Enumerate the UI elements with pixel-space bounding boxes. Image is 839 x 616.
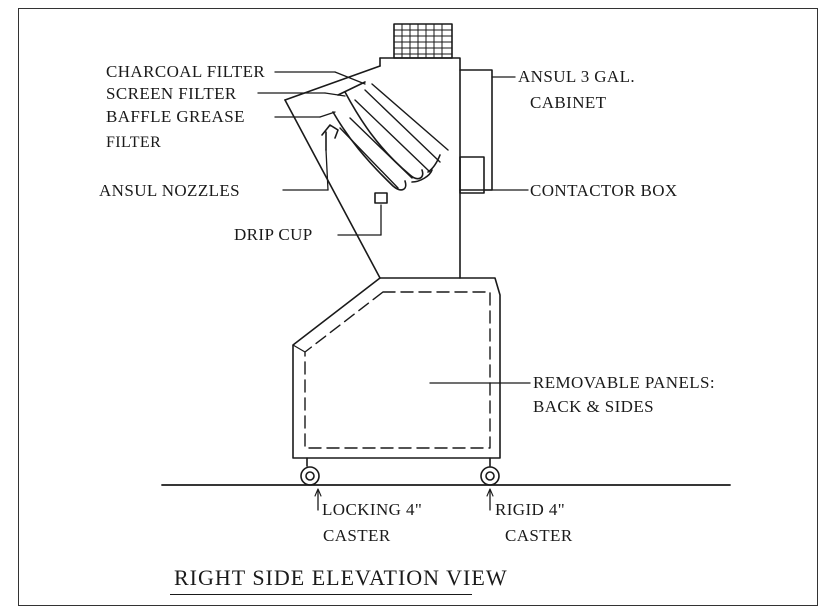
lower-cabinet [293,278,500,458]
label-ansul-cabinet-line1: ANSUL 3 GAL. [518,67,636,86]
locking-caster-shape [301,458,319,485]
drip-cup-shape [375,193,387,203]
label-ansul-cabinet-line2: CABINET [530,93,607,112]
nozzle-bracket [322,125,338,150]
label-ansul-nozzles: ANSUL NOZZLES [99,181,241,200]
label-rigid-caster-line1: RIGID 4" [495,500,566,519]
label-removable-panels-line2: BACK & SIDES [533,397,654,416]
ansul-cabinet [460,70,492,190]
label-contactor-box: CONTACTOR BOX [530,181,678,200]
diagram-frame [18,8,818,606]
contactor-box-shape [460,157,484,193]
label-locking-caster-line2: CASTER [323,526,391,545]
label-filter: FILTER [106,134,162,151]
label-drip-cup: DRIP CUP [234,225,313,244]
diagram-title: RIGHT SIDE ELEVATION VIEW [174,565,508,590]
label-baffle-grease: BAFFLE GREASE [106,107,245,126]
leader-lines [258,72,530,510]
label-rigid-caster-line2: CASTER [505,526,573,545]
hood-body [285,58,460,278]
filter-bank [333,82,448,190]
exhaust-grille [394,24,452,58]
label-charcoal-filter: CHARCOAL FILTER [106,62,266,81]
rigid-caster-shape [481,458,499,485]
label-locking-caster-line1: LOCKING 4" [322,500,423,519]
label-screen-filter: SCREEN FILTER [106,84,237,103]
label-removable-panels-line1: REMOVABLE PANELS: [533,373,716,392]
title-underline [170,594,472,595]
